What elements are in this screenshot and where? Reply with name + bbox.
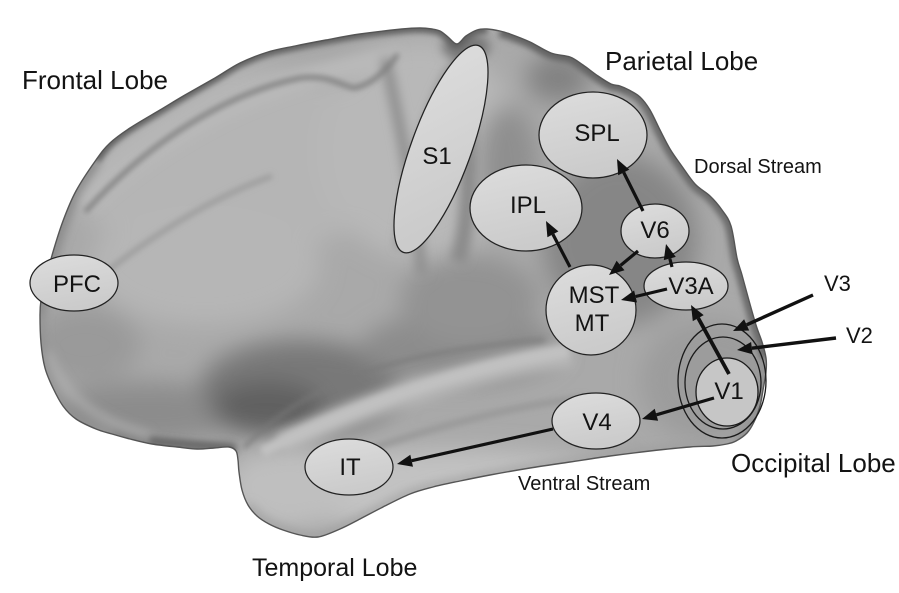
svg-text:MT: MT xyxy=(575,310,610,337)
svg-text:PFC: PFC xyxy=(53,271,101,298)
svg-text:V2: V2 xyxy=(846,323,873,348)
svg-text:Temporal Lobe: Temporal Lobe xyxy=(252,554,417,582)
svg-text:Frontal Lobe: Frontal Lobe xyxy=(22,65,168,95)
svg-text:SPL: SPL xyxy=(574,120,619,147)
svg-text:V3: V3 xyxy=(824,271,851,296)
svg-text:Ventral Stream: Ventral Stream xyxy=(518,473,650,495)
svg-text:V3A: V3A xyxy=(668,273,713,300)
svg-text:V6: V6 xyxy=(640,217,669,244)
svg-text:Dorsal Stream: Dorsal Stream xyxy=(694,156,822,178)
svg-text:Parietal Lobe: Parietal Lobe xyxy=(605,46,758,76)
svg-text:MST: MST xyxy=(569,282,620,309)
svg-text:IT: IT xyxy=(339,454,361,481)
svg-text:IPL: IPL xyxy=(510,192,546,219)
svg-text:Occipital Lobe: Occipital Lobe xyxy=(731,448,896,478)
svg-text:S1: S1 xyxy=(422,143,451,170)
svg-text:V1: V1 xyxy=(714,378,743,405)
svg-text:V4: V4 xyxy=(582,409,611,436)
